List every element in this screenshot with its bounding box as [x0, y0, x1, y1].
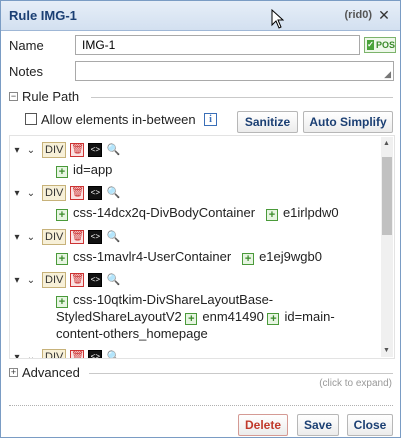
- rule-path-tree: ▾ ⌄ DIV 🗑 <> 🔍 +id=app ▾ ⌄ DIV 🗑 <> 🔍: [9, 135, 395, 359]
- allow-elements-label: Allow elements in-between: [41, 112, 196, 127]
- tree-expand-icon[interactable]: ▾: [14, 351, 20, 359]
- attribute-chip[interactable]: +enm41490: [185, 309, 264, 325]
- scroll-down-icon[interactable]: ▼: [383, 347, 390, 354]
- add-icon[interactable]: +: [265, 209, 278, 221]
- tree-expand-icon[interactable]: ▾: [14, 187, 20, 199]
- node-attributes: +css-14dcx2q-DivBodyContainer +e1irlpdw0: [56, 204, 376, 221]
- add-icon[interactable]: +: [56, 253, 68, 265]
- add-icon[interactable]: +: [56, 166, 68, 178]
- element-tag[interactable]: DIV: [42, 142, 67, 158]
- node-header: ▾ ⌄ DIV 🗑 <> 🔍: [10, 228, 120, 246]
- delete-button[interactable]: Delete: [238, 414, 288, 436]
- add-icon[interactable]: +: [185, 313, 198, 325]
- tree-node: ▾ ⌄ DIV 🗑 <> 🔍 +id=app: [10, 141, 380, 185]
- search-icon[interactable]: 🔍: [106, 351, 121, 359]
- search-icon[interactable]: 🔍: [106, 231, 121, 243]
- rule-path-header[interactable]: − Rule Path: [9, 89, 79, 104]
- tree-node: ▾ ⌄ DIV 🗑 <> 🔍 +css-14dcx2q-DivBodyConta…: [10, 184, 380, 228]
- node-header: ▾ ⌄ DIV 🗑 <> 🔍: [10, 141, 120, 159]
- save-button[interactable]: Save: [297, 414, 339, 436]
- attribute-chip[interactable]: +css-10qtkim-DivShareLayoutBase-StyledSh…: [56, 292, 274, 324]
- expand-toggle-icon[interactable]: +: [9, 367, 18, 377]
- close-button[interactable]: Close: [347, 414, 393, 436]
- element-picker-icon[interactable]: <>: [88, 230, 103, 244]
- add-icon[interactable]: +: [267, 313, 280, 325]
- section-divider: [89, 373, 393, 374]
- name-field[interactable]: [75, 35, 360, 55]
- scroll-up-icon[interactable]: ▲: [383, 140, 390, 147]
- auto-simplify-button[interactable]: Auto Simplify: [303, 111, 393, 133]
- mouse-cursor-icon: [271, 9, 284, 29]
- element-picker-icon[interactable]: <>: [88, 350, 103, 358]
- section-divider: [91, 97, 393, 98]
- tree-node: ▾ ⌄ DIV 🗑 <> 🔍 +css-1mavlr4-UserContaine…: [10, 228, 380, 272]
- chevron-down-icon[interactable]: ⌄: [26, 231, 36, 243]
- resize-grip-icon[interactable]: ◢: [384, 69, 391, 79]
- search-icon[interactable]: 🔍: [106, 274, 121, 286]
- tree-node: ▾ ⌄ DIV 🗑 <> 🔍 +css-10qtkim-DivShareLayo…: [10, 271, 380, 351]
- attribute-chip[interactable]: +e1irlpdw0: [265, 205, 339, 221]
- element-picker-icon[interactable]: <>: [88, 273, 103, 287]
- node-attributes: +id=app: [56, 161, 376, 178]
- node-attributes: +css-1mavlr4-UserContainer +e1ej9wgb0: [56, 248, 376, 265]
- tree-node: ▾ ⌄ DIV 🗑 <> 🔍: [10, 348, 380, 359]
- attribute-chip[interactable]: +css-14dcx2q-DivBodyContainer: [56, 205, 255, 221]
- pos-badge-label: POS: [375, 40, 395, 50]
- element-tag[interactable]: DIV: [42, 272, 67, 288]
- close-icon[interactable]: ✕: [378, 7, 390, 23]
- tree-expand-icon[interactable]: ▾: [14, 144, 20, 156]
- element-tag[interactable]: DIV: [42, 349, 67, 358]
- chevron-down-icon[interactable]: ⌄: [26, 351, 36, 359]
- chevron-down-icon[interactable]: ⌄: [26, 274, 36, 286]
- node-attributes: +css-10qtkim-DivShareLayoutBase-StyledSh…: [56, 291, 366, 342]
- advanced-title: Advanced: [22, 365, 80, 380]
- tree-scrollbar[interactable]: ▲ ▼: [381, 137, 393, 357]
- trash-icon[interactable]: 🗑: [70, 143, 85, 157]
- element-picker-icon[interactable]: <>: [88, 143, 103, 157]
- advanced-header[interactable]: + Advanced: [9, 365, 80, 380]
- node-header: ▾ ⌄ DIV 🗑 <> 🔍: [10, 348, 121, 359]
- info-icon[interactable]: i: [204, 113, 217, 126]
- trash-icon[interactable]: 🗑: [70, 350, 85, 358]
- trash-icon[interactable]: 🗑: [70, 186, 85, 200]
- dialog-title: Rule IMG-1: [9, 8, 77, 23]
- collapse-toggle-icon[interactable]: −: [9, 91, 18, 101]
- pos-badge[interactable]: ✓ POS: [364, 37, 396, 53]
- rule-path-title: Rule Path: [22, 89, 80, 104]
- name-label: Name: [9, 38, 44, 53]
- rule-id-label: (rid0): [344, 9, 373, 21]
- attribute-chip[interactable]: +id=app: [56, 162, 112, 178]
- footer-divider: [9, 405, 393, 406]
- tree-expand-icon[interactable]: ▾: [14, 274, 20, 286]
- dialog-titlebar[interactable]: Rule IMG-1 (rid0) ✕: [1, 1, 400, 31]
- notes-label: Notes: [9, 64, 43, 79]
- trash-icon[interactable]: 🗑: [70, 273, 85, 287]
- allow-elements-checkbox[interactable]: [25, 113, 37, 125]
- node-header: ▾ ⌄ DIV 🗑 <> 🔍: [10, 184, 120, 202]
- attribute-chip[interactable]: +css-1mavlr4-UserContainer: [56, 249, 231, 265]
- check-icon: ✓: [367, 40, 374, 50]
- element-picker-icon[interactable]: <>: [88, 186, 103, 200]
- chevron-down-icon[interactable]: ⌄: [26, 144, 36, 156]
- element-tag[interactable]: DIV: [42, 229, 67, 245]
- add-icon[interactable]: +: [56, 209, 68, 221]
- add-icon[interactable]: +: [242, 253, 255, 265]
- element-tag[interactable]: DIV: [42, 185, 67, 201]
- node-header: ▾ ⌄ DIV 🗑 <> 🔍: [10, 271, 120, 289]
- sanitize-button[interactable]: Sanitize: [237, 111, 298, 133]
- add-icon[interactable]: +: [56, 296, 68, 308]
- trash-icon[interactable]: 🗑: [70, 230, 85, 244]
- expand-hint: (click to expand): [319, 378, 392, 389]
- tree-expand-icon[interactable]: ▾: [14, 231, 20, 243]
- scrollbar-thumb[interactable]: [382, 157, 392, 235]
- attribute-chip[interactable]: +e1ej9wgb0: [242, 249, 322, 265]
- search-icon[interactable]: 🔍: [106, 144, 121, 156]
- notes-field[interactable]: ◢: [75, 61, 394, 81]
- search-icon[interactable]: 🔍: [106, 187, 121, 199]
- chevron-down-icon[interactable]: ⌄: [26, 187, 36, 199]
- attribute-chip[interactable]: +id=main-content-others_homepage: [56, 309, 335, 341]
